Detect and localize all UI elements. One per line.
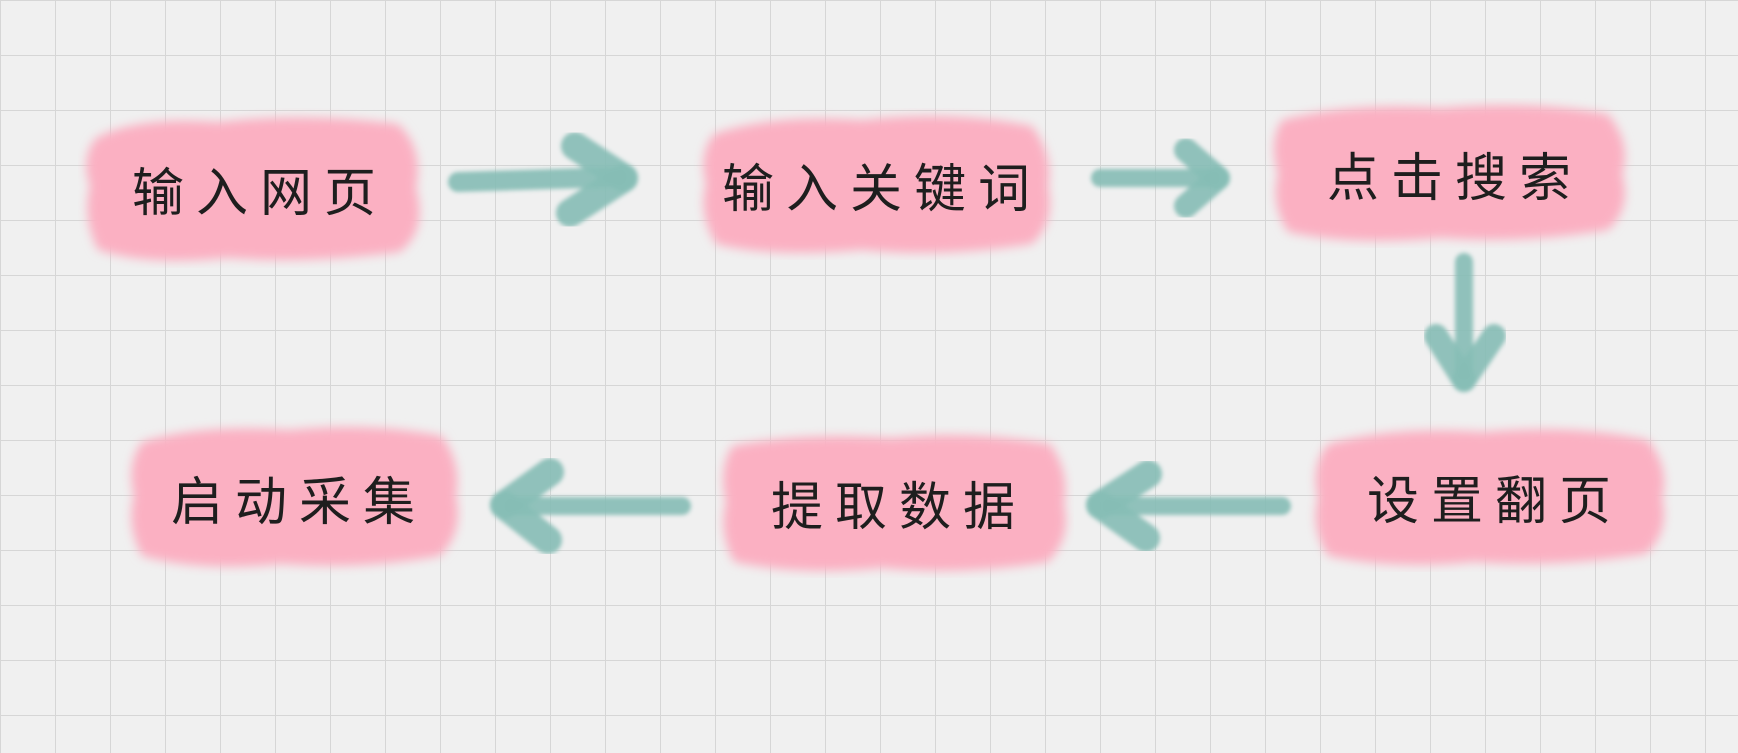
node-blob — [1315, 429, 1665, 565]
node-label: 输入关键词 — [721, 159, 1042, 220]
node-set-paging: 设置翻页 — [1304, 420, 1674, 572]
node-extract-data: 提取数据 — [712, 426, 1074, 578]
node-blob — [1273, 105, 1625, 241]
arrow-extract-to-start — [490, 458, 691, 554]
node-label: 提取数据 — [770, 477, 1027, 538]
arrow-search-to-paging — [1424, 253, 1506, 392]
node-label: 输入网页 — [131, 163, 388, 224]
arrow-keyword-to-search — [1091, 138, 1230, 218]
arrow-webpage-to-keyword — [448, 132, 638, 227]
node-label: 设置翻页 — [1366, 471, 1623, 532]
node-blob — [703, 116, 1050, 253]
node-label: 启动采集 — [170, 472, 427, 533]
node-click-search: 点击搜索 — [1262, 98, 1636, 248]
node-label: 点击搜索 — [1326, 148, 1583, 209]
node-blob — [131, 427, 459, 567]
arrow-paging-to-extract — [1086, 460, 1291, 552]
node-start-collection: 启动采集 — [120, 418, 466, 576]
node-blob — [723, 435, 1066, 571]
node-blob — [86, 117, 420, 261]
node-input-keyword: 输入关键词 — [692, 108, 1060, 260]
node-input-webpage: 输入网页 — [78, 108, 430, 268]
